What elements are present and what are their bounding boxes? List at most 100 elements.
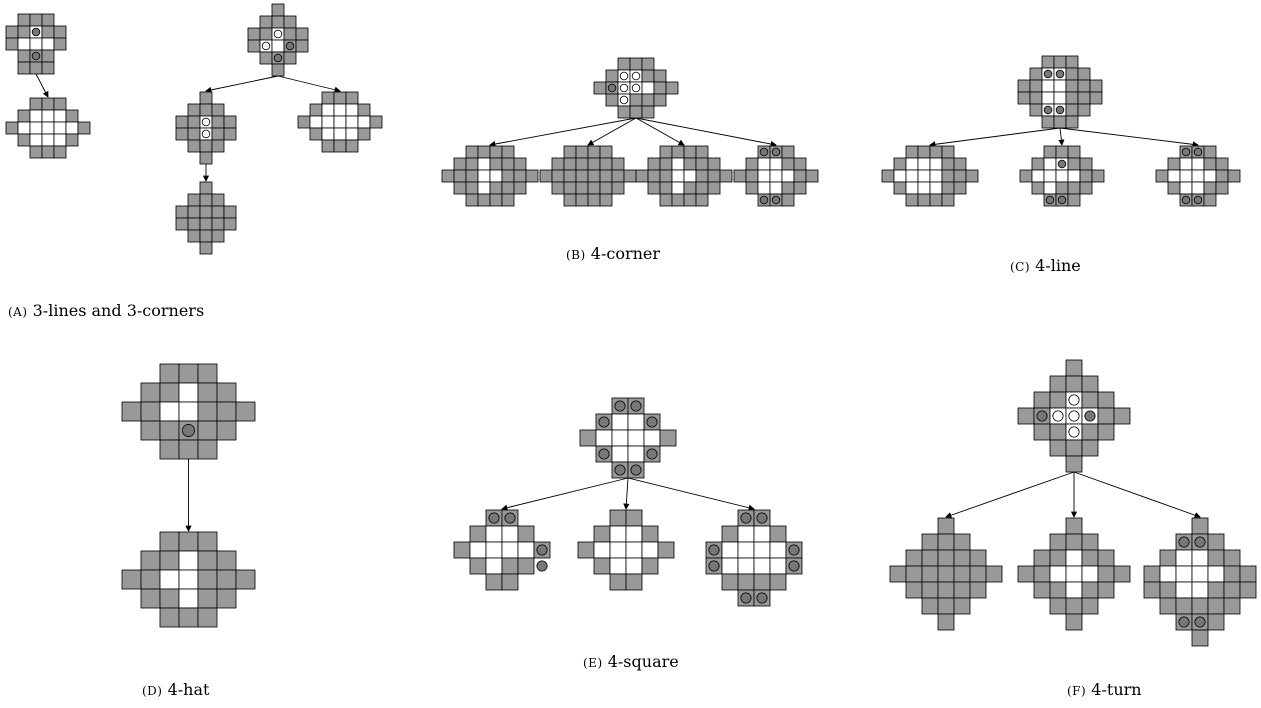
empty-cell	[1043, 157, 1057, 171]
filled-cell	[917, 145, 931, 159]
filled-cell	[921, 581, 939, 599]
empty-cell	[1175, 565, 1193, 583]
filled-cell	[121, 569, 142, 590]
filled-cell	[921, 565, 939, 583]
empty-cell	[159, 569, 180, 590]
filled-cell	[905, 193, 919, 207]
filled-cell	[1033, 423, 1051, 441]
filled-cell	[501, 169, 515, 183]
empty-cell	[1041, 79, 1055, 93]
empty-cell	[345, 103, 359, 117]
filled-cell	[357, 103, 371, 117]
filled-cell	[941, 193, 955, 207]
filled-cell	[695, 181, 709, 195]
empty-cell	[1053, 91, 1067, 105]
filled-cell	[563, 157, 577, 171]
peg-marker	[759, 147, 769, 157]
filled-cell	[905, 581, 923, 599]
filled-cell	[333, 139, 347, 153]
board-8	[539, 145, 637, 207]
empty-cell	[1031, 169, 1045, 183]
filled-cell	[793, 181, 807, 195]
empty-cell	[178, 588, 199, 609]
filled-cell	[719, 169, 733, 183]
caption-c: (C) 4-line	[1010, 256, 1081, 275]
empty-cell	[1191, 181, 1205, 195]
peg-marker	[1043, 105, 1053, 115]
filled-cell	[501, 573, 519, 591]
filled-cell	[453, 181, 467, 195]
filled-cell	[477, 145, 491, 159]
peg-marker	[619, 71, 629, 81]
empty-cell	[641, 81, 655, 95]
filled-cell	[641, 93, 655, 107]
empty-cell	[1191, 157, 1205, 171]
filled-cell	[1239, 565, 1257, 583]
filled-cell	[1191, 597, 1209, 615]
filled-cell	[321, 91, 335, 105]
filled-cell	[1089, 91, 1103, 105]
filled-cell	[793, 169, 807, 183]
peg-marker	[788, 544, 800, 556]
transition-arrow	[587, 117, 637, 146]
filled-cell	[1191, 629, 1209, 647]
filled-cell	[683, 157, 697, 171]
filled-cell	[629, 105, 643, 119]
board-20	[705, 509, 803, 607]
filled-cell	[1079, 181, 1093, 195]
filled-cell	[577, 541, 595, 559]
filled-cell	[501, 557, 519, 575]
filled-cell	[465, 193, 479, 207]
filled-cell	[187, 217, 201, 231]
filled-cell	[937, 517, 955, 535]
filled-cell	[1065, 67, 1079, 81]
filled-cell	[1207, 613, 1225, 631]
empty-cell	[929, 157, 943, 171]
filled-cell	[605, 93, 619, 107]
transition-arrow	[501, 477, 629, 511]
filled-cell	[969, 581, 987, 599]
peg-marker	[1052, 410, 1064, 422]
empty-cell	[721, 541, 739, 559]
filled-cell	[1029, 103, 1043, 117]
board-6	[593, 57, 679, 119]
peg-marker	[1055, 105, 1065, 115]
empty-cell	[1179, 169, 1193, 183]
filled-cell	[671, 145, 685, 159]
filled-cell	[159, 607, 180, 628]
filled-cell	[1091, 169, 1105, 183]
filled-cell	[216, 401, 237, 422]
empty-cell	[469, 541, 487, 559]
board-1	[5, 97, 91, 159]
filled-cell	[695, 145, 709, 159]
empty-cell	[929, 181, 943, 195]
empty-cell	[489, 169, 503, 183]
filled-cell	[893, 181, 907, 195]
filled-cell	[953, 597, 971, 615]
empty-cell	[29, 109, 43, 123]
peg-marker	[708, 560, 720, 572]
peg-marker	[740, 512, 752, 524]
peg-marker	[619, 95, 629, 105]
filled-cell	[1049, 375, 1067, 393]
empty-cell	[65, 121, 79, 135]
filled-cell	[223, 115, 237, 129]
empty-cell	[917, 157, 931, 171]
filled-cell	[953, 565, 971, 583]
peg-marker	[1055, 69, 1065, 79]
empty-cell	[625, 541, 643, 559]
peg-marker	[488, 512, 500, 524]
filled-cell	[929, 193, 943, 207]
filled-cell	[199, 193, 213, 207]
empty-cell	[178, 382, 199, 403]
filled-cell	[216, 569, 237, 590]
filled-cell	[937, 597, 955, 615]
empty-cell	[609, 525, 627, 543]
filled-cell	[199, 217, 213, 231]
empty-cell	[321, 103, 335, 117]
filled-cell	[1065, 613, 1083, 631]
caption-f: (F) 4-turn	[1067, 680, 1142, 699]
empty-cell	[53, 133, 67, 147]
empty-cell	[485, 557, 503, 575]
filled-cell	[485, 573, 503, 591]
